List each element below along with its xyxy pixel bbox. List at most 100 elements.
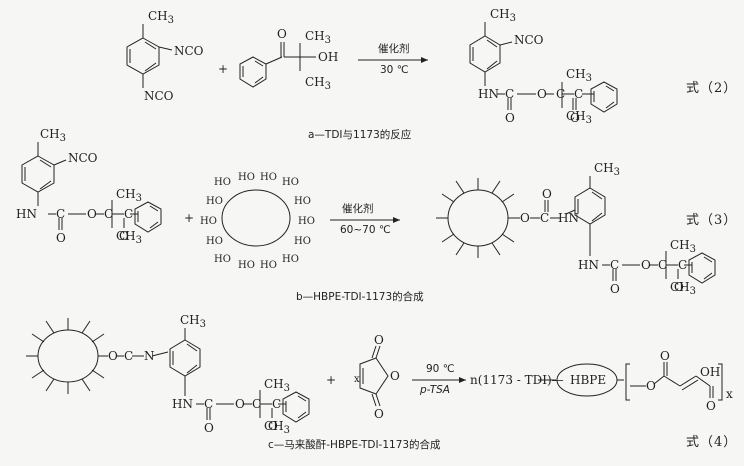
- o-label: O: [706, 399, 716, 413]
- o-label: O: [235, 397, 245, 411]
- oh-label: OH: [700, 365, 720, 379]
- ch3-label: CH3: [566, 109, 592, 126]
- equation-number-2: 式（2）: [686, 81, 737, 96]
- c-label: C: [104, 207, 113, 221]
- hn-label: HN: [558, 211, 579, 225]
- reaction-4-caption: c—马来酸酐-HBPE-TDI-1173的合成: [268, 438, 441, 451]
- o-label: O: [505, 111, 515, 125]
- nco-label: NCO: [174, 44, 204, 58]
- photoinitiator-1173: [239, 42, 316, 88]
- ch3-label: CH3: [566, 67, 592, 84]
- reaction-4-temperature: 90 ℃: [426, 363, 455, 375]
- hn-label: HN: [16, 207, 37, 221]
- ho-label: HO: [260, 260, 277, 271]
- nco-label: NCO: [514, 33, 544, 47]
- carbonyl-o-label: O: [277, 27, 287, 41]
- ho-label: HO: [282, 254, 299, 265]
- ho-label: HO: [200, 216, 217, 227]
- equation-number-3: 式（3）: [686, 213, 737, 228]
- o-label: O: [641, 258, 651, 272]
- x-label: x: [726, 387, 733, 401]
- c-label: C: [574, 87, 583, 101]
- ho-label: HO: [214, 254, 231, 265]
- o-label: O: [87, 207, 97, 221]
- ch3-label: CH3: [148, 9, 174, 26]
- c-label: C: [204, 397, 213, 411]
- ho-label: HO: [206, 236, 223, 247]
- equation-number-4: 式（4）: [686, 435, 737, 450]
- c-label: C: [56, 207, 65, 221]
- reaction-3-temperature: 60~70 ℃: [340, 224, 391, 236]
- maleic-anhydride: [359, 345, 389, 407]
- plus-sign: +: [184, 211, 194, 225]
- oh-label: OH: [318, 50, 338, 64]
- product-4-molecule: [538, 362, 723, 401]
- reaction-2-temperature: 30 ℃: [380, 64, 409, 76]
- ho-label: HO: [238, 172, 255, 183]
- product-2-molecule: [469, 22, 618, 113]
- n-label: N: [144, 349, 155, 363]
- ho-label: HO: [298, 216, 315, 227]
- reaction-3-caption: b—HBPE-TDI-1173的合成: [296, 290, 424, 303]
- c-label: C: [678, 258, 687, 272]
- reaction-4-catalyst: p-TSA: [419, 384, 450, 396]
- ch3-label: CH3: [670, 238, 696, 255]
- ho-label: HO: [214, 177, 231, 188]
- o-label: O: [660, 349, 670, 363]
- nco-label: NCO: [68, 151, 98, 165]
- product-4-prefix: n(1173 - TDI)—: [470, 373, 564, 387]
- o-label: O: [542, 187, 552, 201]
- o-label: O: [390, 369, 400, 383]
- hn-label: HN: [578, 258, 599, 272]
- c-label: C: [658, 258, 667, 272]
- o-label: O: [56, 231, 66, 245]
- ch3-label: CH3: [40, 127, 66, 144]
- ch3-label: CH3: [180, 313, 206, 330]
- o-label: O: [537, 87, 547, 101]
- ch3-label: CH3: [116, 229, 142, 246]
- o-label: O: [646, 379, 656, 393]
- ho-label: HO: [238, 260, 255, 271]
- ch3-label: CH3: [670, 280, 696, 297]
- ch3-label: CH3: [264, 419, 290, 436]
- c-label: C: [556, 87, 565, 101]
- o-label: O: [108, 349, 118, 363]
- o-label: O: [268, 419, 278, 433]
- plus-sign: +: [326, 373, 336, 387]
- hbpe-label: HBPE: [570, 373, 606, 387]
- hbpe-polyol: [221, 189, 291, 247]
- c-label: C: [124, 349, 133, 363]
- ch3-label: CH3: [490, 7, 516, 24]
- o-label: O: [374, 333, 384, 347]
- ho-label: HO: [294, 196, 311, 207]
- ch3-label: CH3: [264, 377, 290, 394]
- c-label: C: [505, 87, 514, 101]
- nco-label-2: NCO: [144, 89, 174, 103]
- ho-label: HO: [294, 236, 311, 247]
- tdi-molecule: [126, 24, 173, 88]
- reaction-2-caption: a—TDI与1173的反应: [308, 128, 412, 141]
- ch3-label: CH3: [594, 161, 620, 178]
- o-label: O: [610, 282, 620, 296]
- ho-label: HO: [260, 172, 277, 183]
- c-label: C: [610, 258, 619, 272]
- hn-label: HN: [478, 87, 499, 101]
- o-label: O: [204, 421, 214, 435]
- hn-label: HN: [172, 397, 193, 411]
- ch3-label: CH3: [116, 187, 142, 204]
- ch3-label: CH3: [305, 29, 331, 46]
- c-label: C: [540, 211, 549, 225]
- c-label: C: [252, 397, 261, 411]
- reaction-2-catalyst: 催化剂: [378, 42, 410, 55]
- reaction-3-catalyst: 催化剂: [342, 202, 374, 215]
- plus-sign: +: [218, 62, 228, 76]
- o-label: O: [119, 229, 129, 243]
- ch3-label: CH3: [305, 75, 331, 92]
- o-label: O: [374, 407, 384, 421]
- reactant-3-molecule: [21, 142, 162, 233]
- c-label: C: [124, 207, 133, 221]
- core-substituents: [26, 178, 515, 394]
- hydroxyl-labels: HO HO HO HO HO HO HO HO HO HO HO HO HO H…: [200, 172, 315, 271]
- ho-label: HO: [206, 196, 223, 207]
